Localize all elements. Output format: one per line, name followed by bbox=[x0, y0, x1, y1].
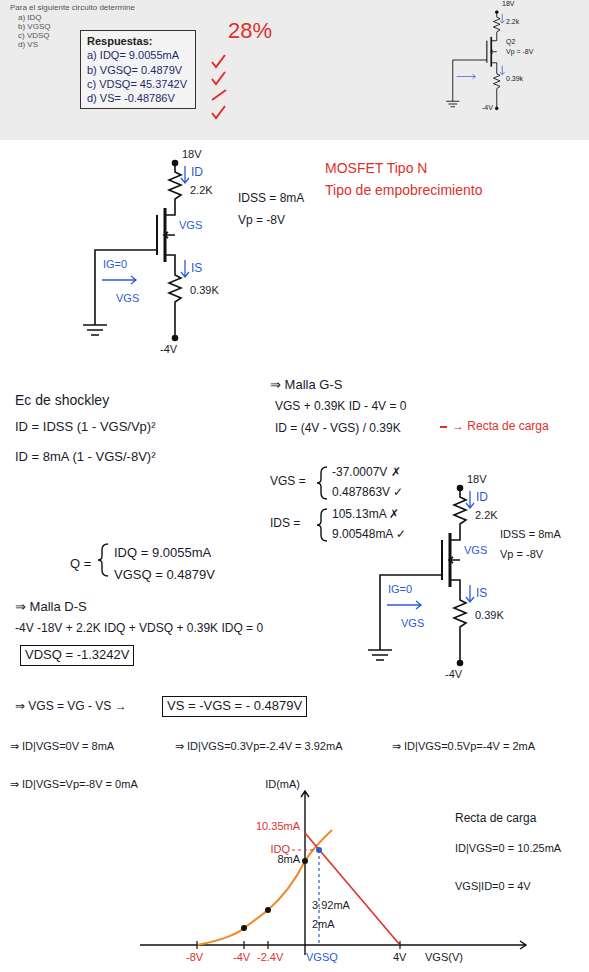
note-text: 0.39k bbox=[506, 75, 523, 83]
answer-text: a) IDQ= 9.0055mA bbox=[87, 48, 189, 62]
note-text: ID = IDSS (1 - VGS/Vp)² bbox=[15, 420, 156, 435]
note-text: Vp = -8V bbox=[500, 548, 543, 561]
note-text: -37.0007V ✗ bbox=[332, 466, 401, 480]
note-text: VGS bbox=[179, 219, 202, 232]
note-text: Ec de shockley bbox=[15, 392, 109, 408]
note-text: Para el siguiente circuito determine bbox=[10, 3, 135, 12]
note-text: ID(mA) bbox=[265, 778, 300, 791]
note-text: VGSQ = 0.4879V bbox=[114, 568, 215, 583]
note-text: b) VGSQ bbox=[18, 22, 50, 31]
note-text: ⇒ Malla G-S bbox=[270, 378, 342, 393]
note-text: VGS = bbox=[270, 475, 306, 489]
note-text: ID bbox=[476, 491, 488, 505]
note-text: Vp = -8V bbox=[506, 48, 533, 56]
note-text: ⇒ ID|VGS=Vp=-8V = 0mA bbox=[10, 778, 138, 791]
note-text: IS bbox=[191, 262, 202, 276]
note-text: 0.487863V ✓ bbox=[332, 486, 403, 500]
note-text: 2mA bbox=[312, 918, 335, 931]
note-text: ⇒ Malla D-S bbox=[15, 600, 87, 615]
note-text: -2.4V bbox=[257, 951, 283, 964]
note-text: ⇒ VGS = VG - VS → bbox=[15, 700, 127, 714]
note-text: VGS + 0.39K ID - 4V = 0 bbox=[275, 400, 406, 414]
answer-text: d) VS= -0.48786V bbox=[87, 91, 189, 105]
answer-box: Respuestas:a) IDQ= 9.0055mAb) VGSQ= 0.48… bbox=[80, 30, 196, 109]
note-text: VGSQ bbox=[306, 951, 338, 964]
note-text: 10.35mA bbox=[256, 820, 300, 833]
note-text: c) VDSQ bbox=[18, 31, 50, 40]
note-text: VGS(V) bbox=[425, 951, 463, 964]
note-text: VGS bbox=[464, 544, 487, 557]
note-text: IG=0 bbox=[388, 583, 412, 596]
note-text: 9.00548mA ✓ bbox=[332, 528, 406, 542]
note-text: Q2 bbox=[506, 38, 515, 46]
grade-marks bbox=[212, 55, 447, 427]
note-text: 8mA bbox=[277, 853, 300, 866]
note-text: -8V bbox=[186, 951, 203, 964]
note-text: → Recta de carga bbox=[452, 420, 549, 434]
note-text: ID bbox=[191, 166, 203, 180]
note-text: ID = 8mA (1 - VGS/-8V)² bbox=[15, 450, 156, 465]
note-text: Tipo de empobrecimiento bbox=[325, 182, 482, 198]
note-text: IDS = bbox=[270, 517, 300, 531]
note-text: -4V bbox=[482, 104, 493, 112]
note-text: 2.2K bbox=[475, 509, 498, 522]
note-text: 18V bbox=[182, 148, 202, 161]
note-text: 2.2k bbox=[506, 18, 519, 26]
photo-ground bbox=[0, 0, 589, 140]
note-text: VGS bbox=[116, 292, 139, 305]
note-text: ⇒ ID|VGS=0V = 8mA bbox=[10, 740, 114, 753]
note-text: ⇒ ID|VGS=0.5Vp=-4V = 2mA bbox=[392, 740, 535, 753]
note-text: -4V bbox=[160, 343, 177, 356]
note-text: 2.2K bbox=[190, 184, 213, 197]
note-text: 0.39K bbox=[190, 284, 219, 297]
note-text: 4V bbox=[393, 951, 406, 964]
small-circuit bbox=[446, 11, 504, 110]
note-text: 18V bbox=[467, 473, 487, 486]
note-text: MOSFET Tipo N bbox=[325, 160, 427, 176]
note-text: 105.13mA ✗ bbox=[332, 508, 399, 522]
box-heading: Respuestas: bbox=[87, 34, 189, 48]
note-text: ID = (4V - VGS) / 0.39K bbox=[275, 422, 401, 436]
note-text: Recta de carga bbox=[455, 812, 536, 826]
note-text: 18V bbox=[502, 0, 514, 8]
note-text: d) VS bbox=[18, 40, 38, 49]
note-text: -4V -18V + 2.2K IDQ + VDSQ + 0.39K IDQ =… bbox=[15, 622, 263, 636]
main-circuit bbox=[83, 161, 189, 341]
note-text: a) IDQ bbox=[18, 13, 42, 22]
note-text: IS bbox=[476, 587, 487, 601]
note-text: IDSS = 8mA bbox=[238, 192, 304, 206]
answer-text: c) VDSQ= 45.3742V bbox=[87, 77, 189, 91]
note-text: 0.39K bbox=[475, 609, 504, 622]
note-text: Vp = -8V bbox=[238, 214, 285, 228]
braces bbox=[98, 467, 327, 576]
note-text: -4V bbox=[233, 951, 250, 964]
note-text: IDSS = 8mA bbox=[500, 528, 561, 541]
note-text: IDQ = 9.0055mA bbox=[114, 546, 211, 561]
note-text: IG=0 bbox=[103, 258, 127, 271]
note-text: VS = -VGS = - 0.4879V bbox=[162, 696, 307, 717]
note-text: VGS|ID=0 = 4V bbox=[455, 880, 531, 893]
note-text: 3.92mA bbox=[312, 899, 350, 912]
answer-text: b) VGSQ= 0.4879V bbox=[87, 63, 189, 77]
note-text: Q = bbox=[70, 557, 91, 572]
note-text: ID|VGS=0 = 10.25mA bbox=[455, 842, 561, 855]
note-text: VDSQ = -1.3242V bbox=[20, 645, 134, 666]
note-text: VGS bbox=[401, 617, 424, 630]
note-text: 28% bbox=[228, 18, 272, 43]
note-text: ⇒ ID|VGS=0.3Vp=-2.4V = 3.92mA bbox=[175, 740, 342, 753]
note-text: -4V bbox=[445, 668, 462, 681]
